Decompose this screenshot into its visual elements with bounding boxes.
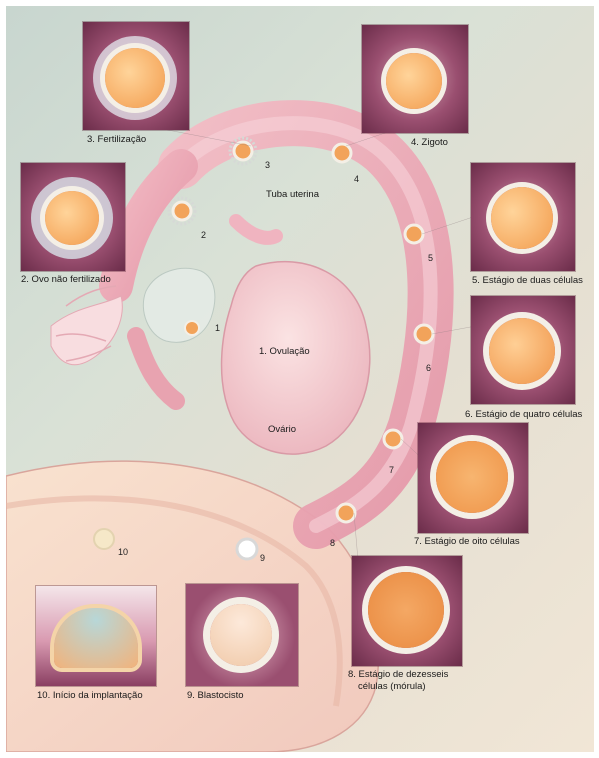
panel-morula	[352, 556, 462, 666]
panel-four-cell	[471, 296, 575, 404]
illustration-canvas: 1 2 3 4 5 6 7 8 9 10 Tuba uterina Ovário…	[6, 6, 594, 752]
panel-fertilization	[83, 22, 189, 130]
fimbriae	[51, 296, 122, 365]
ovary-label: Ovário	[268, 424, 296, 435]
caption-implantation: 10. Início da implantação	[37, 690, 143, 701]
caption-blastocyst: 9. Blastocisto	[187, 690, 244, 701]
caption-zygote: 4. Zigoto	[411, 137, 448, 148]
panel-two-cell	[471, 163, 575, 271]
stage-number-3: 3	[265, 160, 270, 170]
caption-unfertilized-egg: 2. Ovo não fertilizado	[21, 274, 111, 285]
panel-blastocyst	[186, 584, 298, 686]
caption-four-cell: 6. Estágio de quatro células	[465, 409, 582, 420]
ovulating-follicle	[143, 268, 215, 342]
stage-number-5: 5	[428, 253, 433, 263]
panel-implantation	[36, 586, 156, 686]
caption-fertilization: 3. Fertilização	[87, 134, 146, 145]
caption-morula-line1: 8. Estágio de dezesseis	[348, 669, 448, 680]
caption-eight-cell: 7. Estágio de oito células	[414, 536, 520, 547]
panel-unfertilized-egg	[21, 163, 125, 271]
stage-number-1: 1	[215, 323, 220, 333]
tube-label: Tuba uterina	[266, 189, 319, 200]
panel-zygote	[362, 25, 468, 133]
stage-number-10: 10	[118, 547, 128, 557]
stage-number-9: 9	[260, 553, 265, 563]
stage-number-6: 6	[426, 363, 431, 373]
stage-number-7: 7	[389, 465, 394, 475]
caption-morula-line2: células (mórula)	[358, 681, 426, 692]
panel-eight-cell	[418, 423, 528, 533]
ovulation-caption: 1. Ovulação	[259, 346, 310, 357]
stage-number-8: 8	[330, 538, 335, 548]
stage-number-4: 4	[354, 174, 359, 184]
stage-number-2: 2	[201, 230, 206, 240]
caption-two-cell: 5. Estágio de duas células	[472, 275, 583, 286]
